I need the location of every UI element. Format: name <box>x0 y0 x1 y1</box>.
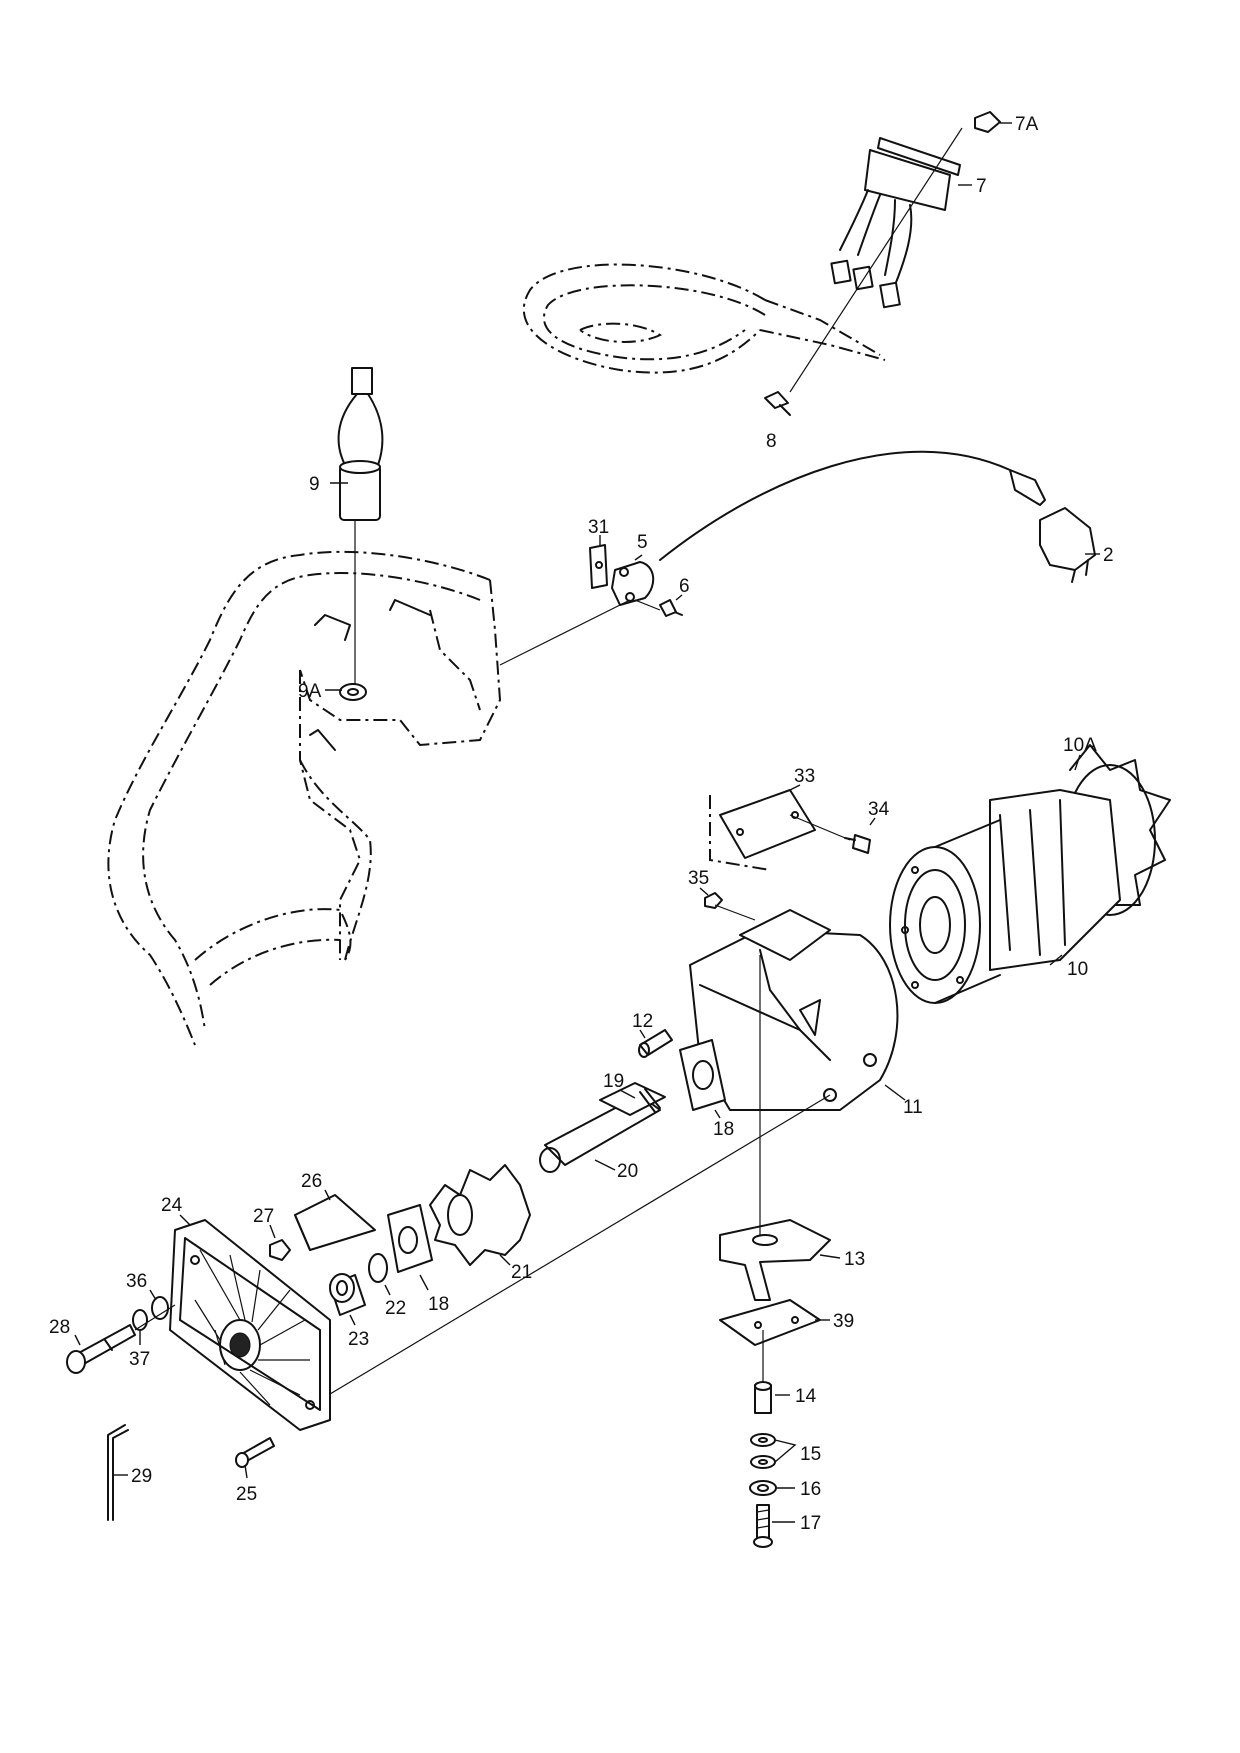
part-16-washer <box>749 1480 777 1496</box>
callout-27: 27 <box>253 1206 274 1227</box>
callout-labels: 7A 7 8 9 9A 31 5 6 2 10A 33 34 35 10 12 … <box>49 114 1114 1534</box>
part-8-screw <box>764 391 791 416</box>
housing-outline-handle <box>107 550 502 1046</box>
callout-26: 26 <box>301 1171 322 1192</box>
housing-outline-upper <box>522 263 886 374</box>
part-9-capacitor <box>337 367 384 690</box>
part-22-o-ring <box>368 1253 388 1283</box>
callout-9: 9 <box>309 474 320 495</box>
part-17-bolt <box>753 1504 773 1548</box>
callout-17: 17 <box>800 1513 821 1534</box>
part-26-wedge <box>294 1194 376 1251</box>
part-15-washers <box>750 1433 776 1469</box>
callout-33: 33 <box>794 766 815 787</box>
callout-22: 22 <box>385 1298 406 1319</box>
callout-6: 6 <box>679 576 690 597</box>
part-29-hex-key <box>107 1424 129 1521</box>
callout-31: 31 <box>588 517 609 538</box>
callout-11: 11 <box>903 1097 923 1118</box>
part-11-gear-housing <box>319 909 899 1401</box>
part-31-clamp <box>589 544 608 589</box>
callout-2: 2 <box>1103 545 1114 566</box>
callout-12: 12 <box>632 1011 653 1032</box>
part-34-screw <box>789 814 871 854</box>
part-18-bearing-plate-upper <box>679 1039 726 1111</box>
callout-18-lower: 18 <box>428 1294 449 1315</box>
callout-10: 10 <box>1067 959 1088 980</box>
callout-20: 20 <box>617 1161 638 1182</box>
part-28-bolt <box>66 1304 176 1374</box>
part-20-shaft <box>539 1082 666 1173</box>
part-21-impeller <box>429 1164 531 1266</box>
callout-28: 28 <box>49 1317 70 1338</box>
callout-34: 34 <box>868 799 890 820</box>
callout-21: 21 <box>511 1262 532 1283</box>
callout-8: 8 <box>766 431 777 452</box>
callout-35: 35 <box>688 868 709 889</box>
part-39-plate <box>719 1299 821 1390</box>
callout-15: 15 <box>800 1444 821 1465</box>
part-35-nut <box>704 892 756 921</box>
callout-9A: 9A <box>298 681 322 702</box>
part-2-power-cord <box>499 450 1096 666</box>
part-5-cable-clamp <box>611 561 655 606</box>
callout-25: 25 <box>236 1484 257 1505</box>
part-13-bracket <box>719 955 831 1301</box>
part-36-washer <box>151 1296 169 1320</box>
part-23-bushing <box>329 1273 366 1316</box>
part-27-nut <box>269 1239 291 1261</box>
part-6-screw <box>634 599 683 617</box>
part-10-motor <box>889 789 1121 1004</box>
callout-10A: 10A <box>1063 735 1097 756</box>
callout-13: 13 <box>844 1249 865 1270</box>
callout-14: 14 <box>795 1386 817 1407</box>
callout-29: 29 <box>131 1466 152 1487</box>
part-9A-washer <box>339 683 367 701</box>
part-33-cover-plate <box>709 789 816 871</box>
callout-23: 23 <box>348 1329 369 1350</box>
part-12-screw <box>638 1029 673 1058</box>
part-18-plate-lower <box>387 1204 433 1273</box>
leader-lines <box>74 122 1100 1523</box>
callout-7: 7 <box>976 176 987 197</box>
part-7-switch-harness <box>789 127 963 393</box>
callout-19: 19 <box>603 1071 624 1092</box>
callout-5: 5 <box>637 532 648 553</box>
callout-36: 36 <box>126 1271 147 1292</box>
callout-24: 24 <box>161 1195 183 1216</box>
callout-37: 37 <box>129 1349 150 1370</box>
callout-18-upper: 18 <box>713 1119 734 1140</box>
callout-16: 16 <box>800 1479 821 1500</box>
part-14-spacer <box>754 1381 772 1414</box>
part-25-screw <box>235 1437 275 1468</box>
part-19-ring <box>639 1088 661 1113</box>
part-7A-cap <box>974 111 1001 133</box>
callout-7A: 7A <box>1015 114 1039 135</box>
callout-39: 39 <box>833 1311 854 1332</box>
part-24-end-plate <box>169 1219 331 1431</box>
